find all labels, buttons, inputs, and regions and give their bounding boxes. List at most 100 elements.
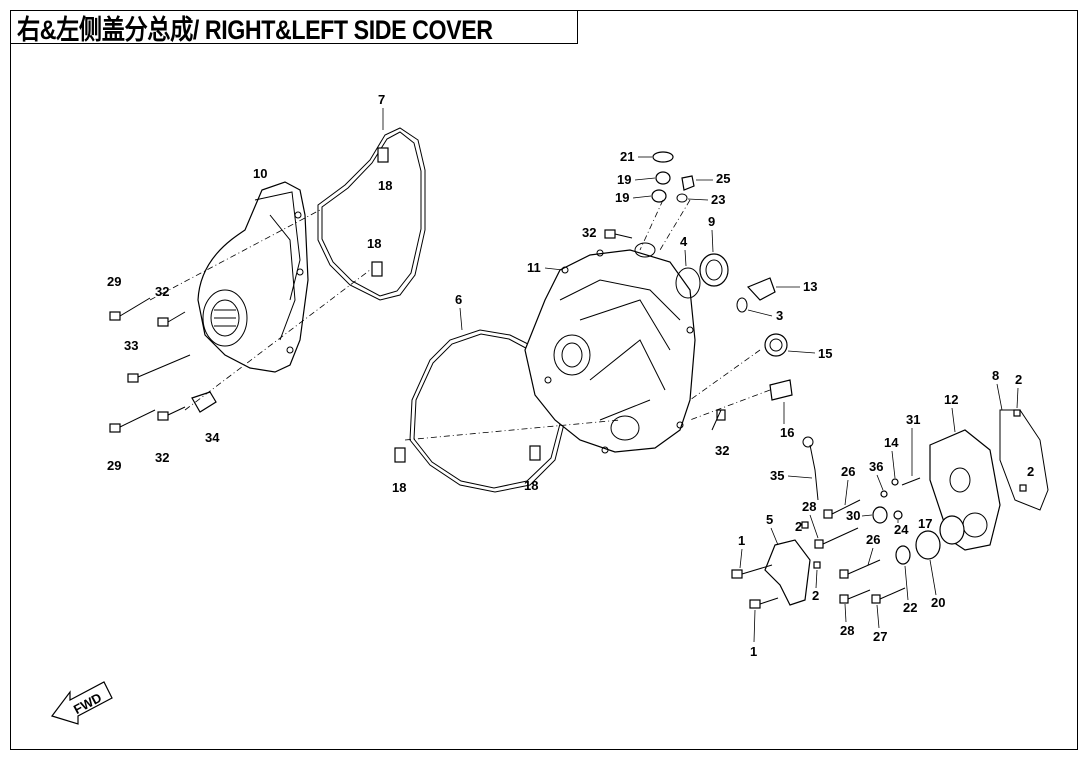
callout-9: 9 [708,214,715,229]
seal-part-9 [699,253,729,287]
left-side-cover-part-10 [197,181,309,373]
callout-7: 7 [378,92,385,107]
wire-part-35 [809,444,819,501]
callout-17: 17 [918,516,932,531]
dowel-part-2b [1019,484,1027,492]
callout-3: 3 [776,308,783,323]
cap-part-21 [652,151,674,163]
callout-5: 5 [766,512,773,527]
callout-2b: 2 [1027,464,1034,479]
oring-part-4 [675,267,701,299]
callout-19b: 19 [615,190,629,205]
oring-part-23 [676,193,688,203]
bolt-26b [839,559,881,579]
sensor-part-34 [191,391,217,413]
callout-18d: 18 [524,478,538,493]
callout-2a: 2 [1015,372,1022,387]
callout-1b: 1 [750,644,757,659]
part-36 [880,490,888,498]
bolt-32b [157,406,186,421]
callout-31: 31 [906,412,920,427]
callout-33: 33 [124,338,138,353]
callout-28a: 28 [802,499,816,514]
title-box: 右&左侧盖分总成/ RIGHT&LEFT SIDE COVER [10,10,578,45]
bolt-32d [711,409,726,431]
right-side-cover-part-11 [524,242,696,454]
callout-26a: 26 [841,464,855,479]
sensor-part-13 [746,277,776,301]
bolt-32c [604,229,633,239]
callout-32a: 32 [155,284,169,299]
washer-part-22 [895,545,911,565]
callout-35: 35 [770,468,784,483]
callout-32c: 32 [582,225,596,240]
callout-29b: 29 [107,458,121,473]
bolt-26a [823,499,861,519]
callout-13: 13 [803,279,817,294]
dowel-part-2c [801,521,809,529]
callout-20: 20 [931,595,945,610]
callout-2c: 2 [795,519,802,534]
bolt-1b [749,597,779,609]
dowel-part-2d [813,561,821,569]
callout-36: 36 [869,459,883,474]
gasket-part-7 [317,127,426,301]
callout-16: 16 [780,425,794,440]
callout-18c: 18 [392,480,406,495]
label-part-16 [769,379,793,401]
bolt-1a [731,564,773,579]
part-14 [891,478,899,486]
bolt-28b [839,589,871,604]
bushing-part-30 [872,506,888,524]
impeller-part-20 [915,530,941,560]
bolt-32a [157,311,186,327]
callout-2d: 2 [812,588,819,603]
gasket-part-8 [999,409,1049,511]
bolt-29a [109,297,151,321]
callout-34: 34 [205,430,220,445]
callout-19a: 19 [617,172,631,187]
callout-29a: 29 [107,274,121,289]
callout-27: 27 [873,629,887,644]
dowel-pin-18c [394,447,406,463]
callout-4: 4 [680,234,688,249]
page-title: 右&左侧盖分总成/ RIGHT&LEFT SIDE COVER [17,14,493,45]
callout-14: 14 [884,435,899,450]
callout-6: 6 [455,292,462,307]
callout-21: 21 [620,149,634,164]
callout-24: 24 [894,522,909,537]
bolt-33 [127,354,191,383]
bolt-29b [109,409,156,433]
bolt-28a [814,527,859,549]
part-31 [901,477,921,486]
callout-11: 11 [527,260,541,275]
seal-part-19a [655,171,671,185]
callout-8: 8 [992,368,999,383]
callout-30: 30 [846,508,860,523]
callout-25: 25 [716,171,730,186]
bolt-27 [871,587,906,604]
plug-part-25 [681,175,695,191]
seal-part-15 [764,333,788,357]
callout-23: 23 [711,192,725,207]
dowel-pin-18a [377,147,389,163]
callout-26b: 26 [866,532,880,547]
pin-part-24 [893,510,903,520]
dowel-part-2a [1013,409,1021,417]
callout-28b: 28 [840,623,854,638]
bearing-part-17 [939,515,965,545]
callout-10: 10 [253,166,267,181]
seal-part-19b [651,189,667,203]
callout-18a: 18 [378,178,392,193]
fwd-label: FWD [71,690,104,717]
callout-18b: 18 [367,236,381,251]
callout-32d: 32 [715,443,729,458]
callout-22: 22 [903,600,917,615]
bracket-part-5 [764,539,811,606]
callout-labels: 7 10 18 18 29 32 33 29 32 34 6 18 18 21 … [107,92,1034,659]
callout-15: 15 [818,346,832,361]
callout-1a: 1 [738,533,745,548]
callout-32b: 32 [155,450,169,465]
fwd-arrow-icon: FWD [51,681,113,725]
